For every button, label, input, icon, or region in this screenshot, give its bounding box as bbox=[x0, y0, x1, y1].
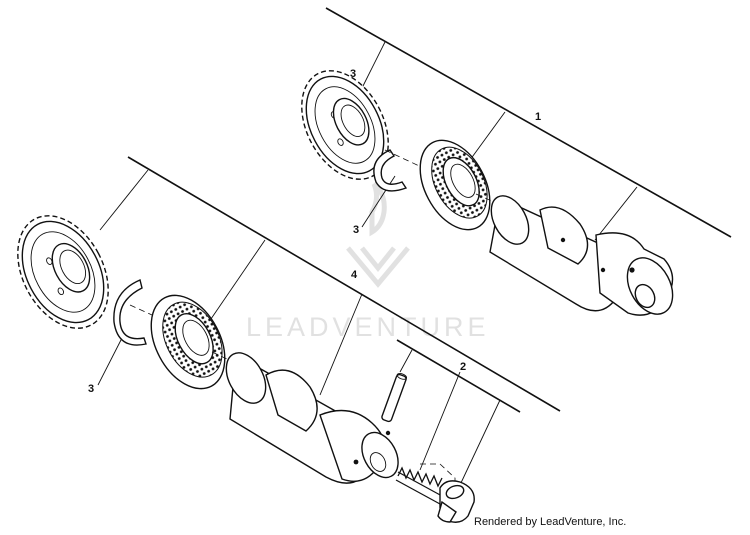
spring-axis-line bbox=[420, 463, 456, 492]
upper-snap-ring bbox=[373, 149, 408, 192]
decompressor-pin bbox=[381, 373, 408, 423]
callout-1: 1 bbox=[535, 111, 541, 123]
lower-camshaft-assembly bbox=[17, 215, 475, 523]
leader-3-bottom bbox=[97, 337, 123, 386]
leader-1-camshaft bbox=[594, 186, 638, 241]
decompressor-weight bbox=[437, 480, 475, 523]
rendered-by-credit: Rendered by LeadVenture, Inc. bbox=[474, 516, 627, 528]
lower-snap-ring bbox=[113, 279, 147, 346]
leadventure-watermark: LEADVENTURE bbox=[246, 182, 490, 342]
lower-ball-bearing bbox=[150, 294, 226, 390]
lower-camshaft bbox=[225, 352, 399, 484]
leader-2-pin bbox=[399, 349, 413, 373]
assembly-1-bracket bbox=[325, 7, 732, 238]
callout-3-top: 3 bbox=[353, 224, 359, 236]
watermark-text: LEADVENTURE bbox=[246, 312, 490, 342]
leader-2-decompressor bbox=[459, 399, 501, 486]
callout-4: 4 bbox=[351, 269, 358, 281]
callout-2: 2 bbox=[460, 361, 466, 373]
leader-1-gear bbox=[359, 41, 386, 93]
callout-3-bottom: 3 bbox=[88, 383, 94, 395]
lower-cam-sprocket bbox=[17, 215, 109, 329]
callout-3-top-left: 3 bbox=[350, 68, 356, 80]
watermark-logo-icon bbox=[346, 182, 410, 288]
leader-1-bearing bbox=[469, 111, 506, 161]
leader-4-gear bbox=[99, 169, 149, 231]
upper-camshaft bbox=[489, 195, 674, 316]
decompressor-spring bbox=[395, 466, 443, 505]
leader-4-camshaft bbox=[319, 293, 363, 396]
upper-ball-bearing bbox=[419, 139, 491, 231]
upper-camshaft-assembly bbox=[301, 70, 674, 316]
upper-cam-sprocket bbox=[301, 70, 389, 180]
assembly-4-bracket bbox=[127, 156, 561, 412]
leader-2-spring bbox=[419, 371, 461, 471]
